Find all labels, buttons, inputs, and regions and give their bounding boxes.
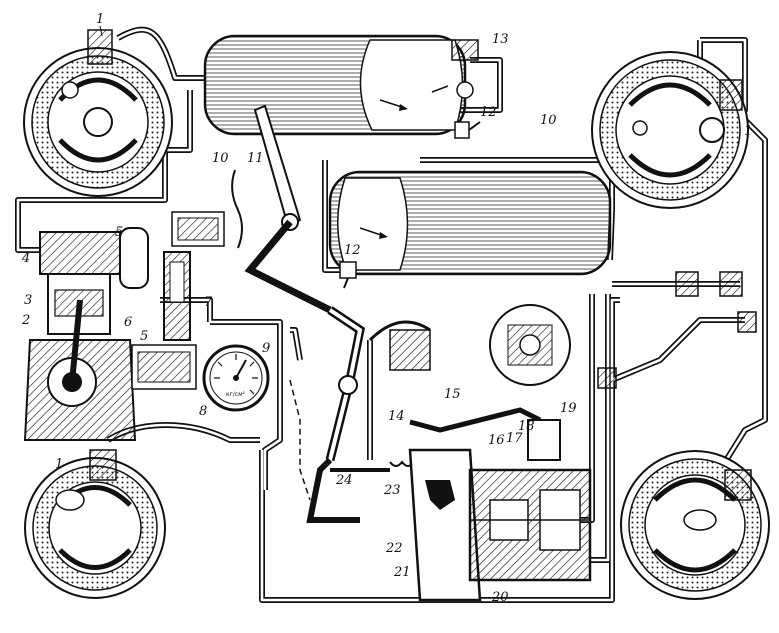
callout-6: 6 [124,315,132,330]
callout-10-lower: 10 [540,113,557,128]
callout-labels: 1 1 1 2 3 4 5 5 6 7 8 9 10 10 11 12 12 1… [21,12,752,605]
callout-4: 4 [21,251,30,266]
callout-11: 11 [247,151,264,166]
brake-drum-rear-right [620,450,770,600]
air-receiver-lower [328,170,612,276]
callout-1-front-right: 1 [744,124,752,139]
gauge-unit-text: кг/см² [226,391,246,398]
safety-valve [451,39,479,99]
callout-8: 8 [199,404,207,419]
callout-7: 7 [204,295,213,310]
brake-drum-front-right [591,51,749,209]
compressor [23,227,149,441]
callout-19: 19 [560,401,577,416]
drain-valve-lower [339,261,357,289]
callout-18: 18 [518,419,535,434]
pressure-gauge: кг/см² [202,344,270,412]
inset-valve-detail-upper [171,211,225,247]
callout-2: 2 [21,313,30,328]
pipe-couplings [597,271,757,389]
inset-unloader-detail [489,304,571,386]
callout-10-upper: 10 [212,151,229,166]
callout-14: 14 [388,409,405,424]
brake-drum-front-left [23,29,173,197]
brake-pedal-linkage [231,104,542,523]
callout-1-rear-left: 1 [55,457,63,472]
callout-3: 3 [24,293,32,308]
drain-valve-upper [454,121,481,139]
callout-17: 17 [506,431,523,446]
callout-12-upper: 12 [480,105,497,120]
callout-9: 9 [262,341,270,356]
callout-20: 20 [491,590,509,605]
brake-drum-rear-left [24,449,166,599]
callout-12-lower: 12 [344,243,361,258]
callout-21: 21 [393,565,411,580]
callout-22: 22 [385,541,403,556]
callout-24: 24 [335,473,353,488]
callout-23: 23 [383,483,401,498]
callout-16: 16 [488,433,505,448]
brake-valve [408,419,592,602]
inset-valve-detail-lower [131,344,197,390]
callout-1-front-left: 1 [96,12,104,27]
callout-5-lower: 5 [140,329,148,344]
callout-13: 13 [492,32,509,47]
air-receiver-upper [203,34,467,136]
pressure-regulator [163,251,191,341]
callout-15: 15 [444,387,461,402]
callout-5-upper: 5 [115,225,123,240]
